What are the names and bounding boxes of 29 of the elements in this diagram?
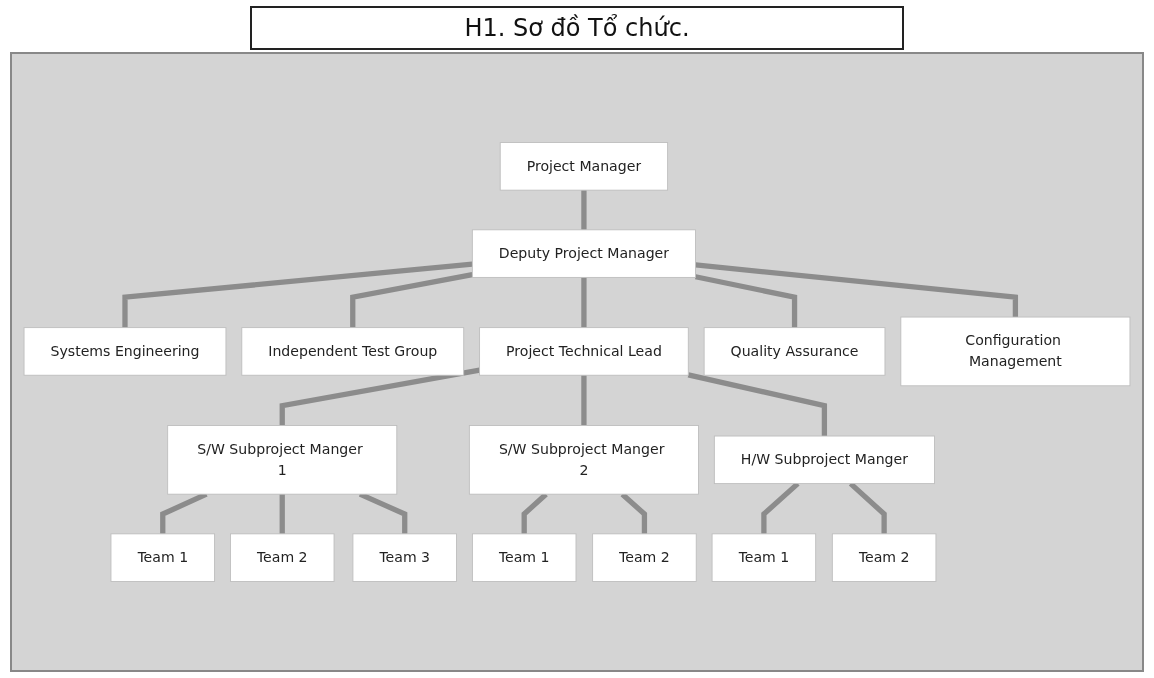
node-box <box>468 425 699 495</box>
node-box <box>23 327 227 376</box>
connector <box>695 262 1019 318</box>
node-box <box>711 533 817 582</box>
node-box <box>241 327 465 376</box>
connector <box>279 494 285 534</box>
node-box <box>479 327 689 376</box>
node-box <box>831 533 937 582</box>
connector <box>279 367 481 426</box>
node-box <box>900 316 1131 387</box>
node-box <box>592 533 697 582</box>
connector <box>687 372 828 437</box>
connector <box>581 375 587 426</box>
node-box <box>499 142 669 191</box>
node-box <box>471 229 696 278</box>
node-box <box>352 533 457 582</box>
node-box <box>167 425 398 495</box>
node-box <box>230 533 335 582</box>
connector <box>694 274 798 328</box>
chart-background: Project Manager Deputy Project Manager Systems Engineering Independent Test Group Project Technical Lead Quality Assurance Configuration Management S/W Subproject Manger 1 S/W Subproject Manger 2 H/W Subproject Manger Team 1 Team 2 Team 3 Team 1 Team 2 Team 1 Team 2 <box>10 52 1144 672</box>
connector <box>122 261 473 328</box>
diagram-title: H1. Sơ đồ Tổ chức. <box>250 6 904 50</box>
node-box <box>703 327 886 376</box>
node-box <box>110 533 215 582</box>
connector <box>581 277 587 328</box>
node-box <box>471 533 577 582</box>
node-box <box>713 435 935 485</box>
connector <box>350 272 473 328</box>
connector <box>581 190 587 230</box>
